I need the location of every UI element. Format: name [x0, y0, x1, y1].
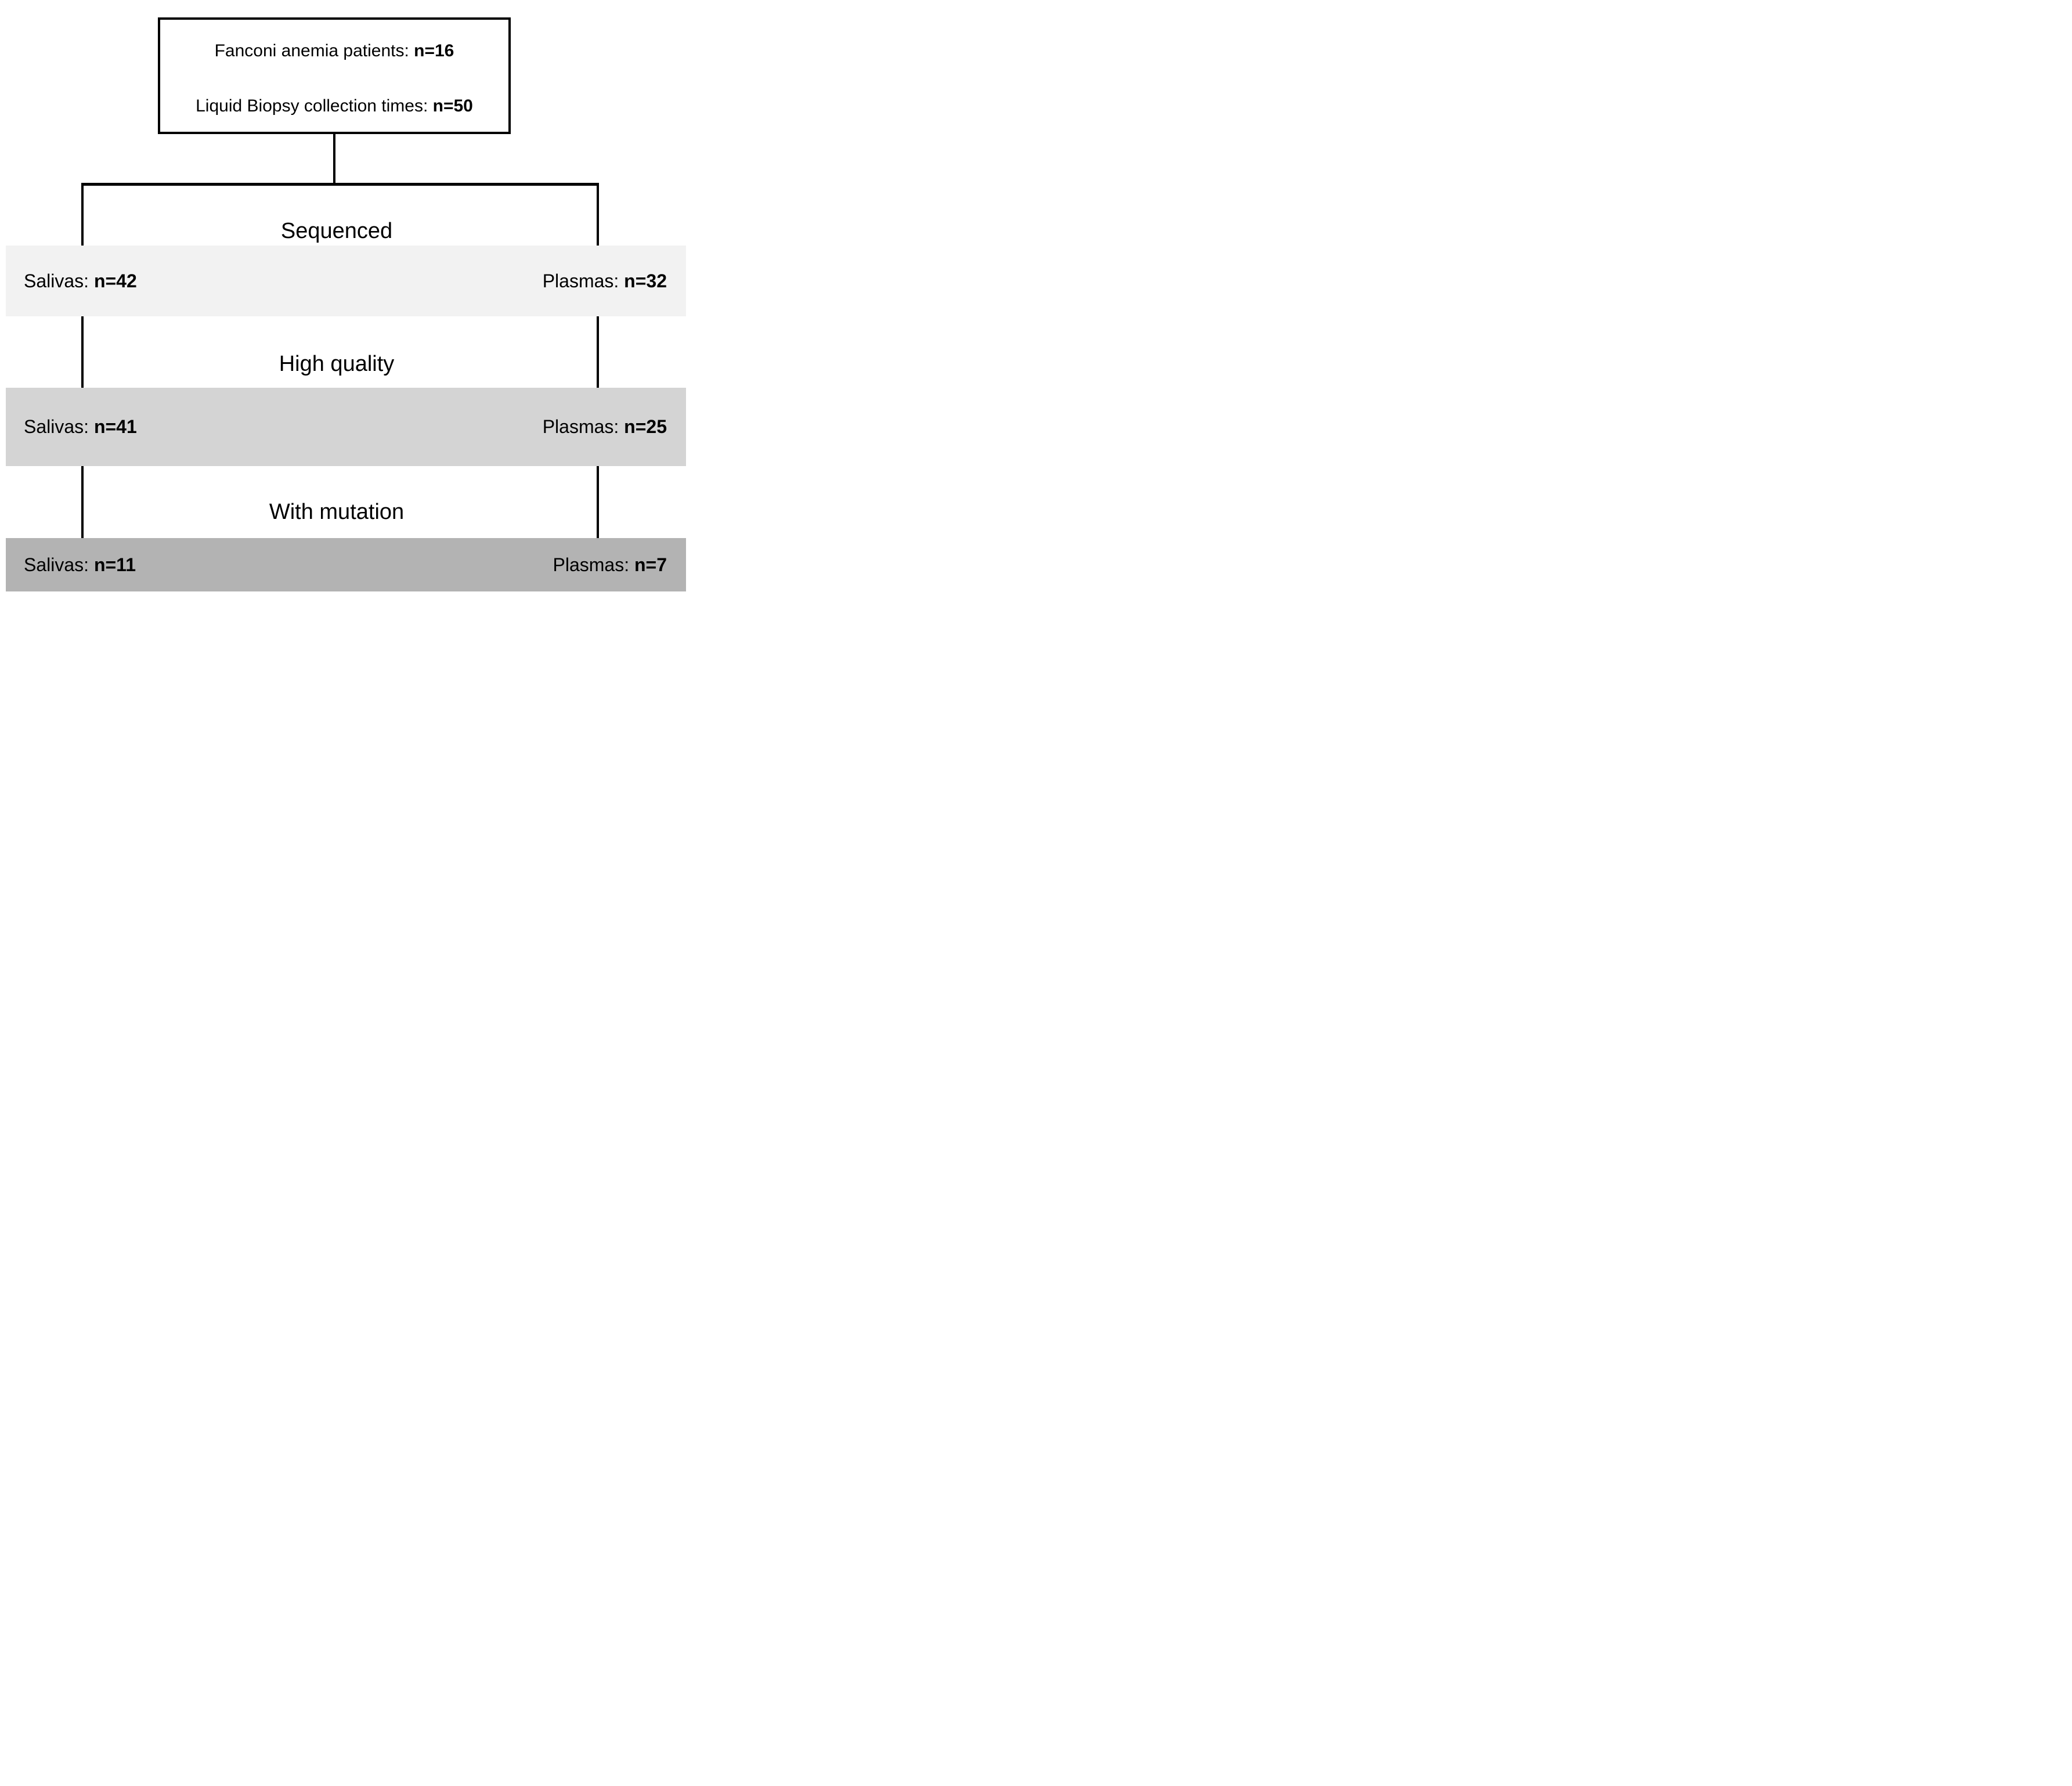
salivas-value: n=41 — [93, 416, 137, 437]
band-high-quality: Salivas: n=41 Plasmas: n=25 — [6, 388, 686, 466]
salivas-label: Salivas: — [24, 554, 94, 575]
stem-connector-line — [333, 134, 335, 183]
left-branch-segment-2 — [81, 316, 84, 388]
sequenced-salivas-text: Salivas: n=42 — [24, 270, 137, 292]
salivas-value: n=11 — [93, 554, 136, 575]
right-branch-segment-1 — [597, 185, 599, 246]
sequenced-plasmas-text: Plasmas: n=32 — [543, 270, 667, 292]
salivas-label: Salivas: — [24, 270, 94, 291]
collection-times-label: Liquid Biopsy collection times: — [196, 96, 433, 116]
plasmas-label: Plasmas: — [542, 416, 625, 437]
right-branch-segment-2 — [597, 316, 599, 388]
header-sequenced: Sequenced — [280, 219, 393, 243]
plasmas-value: n=7 — [634, 554, 667, 575]
plasmas-label: Plasmas: — [542, 270, 625, 291]
right-branch-segment-3 — [597, 466, 599, 538]
band-sequenced: Salivas: n=42 Plasmas: n=32 — [6, 246, 686, 316]
collection-times-value: n=50 — [432, 96, 473, 116]
plasmas-label: Plasmas: — [553, 554, 634, 575]
salivas-value: n=42 — [93, 270, 137, 291]
branch-connector-line — [81, 183, 599, 186]
plasmas-value: n=32 — [624, 270, 667, 291]
header-with-mutation: With mutation — [269, 500, 405, 524]
band-with-mutation: Salivas: n=11 Plasmas: n=7 — [6, 538, 686, 591]
left-branch-segment-3 — [81, 466, 84, 538]
patients-count-value: n=16 — [414, 41, 454, 60]
patients-count-label: Fanconi anemia patients: — [214, 41, 414, 60]
with-mutation-plasmas-text: Plasmas: n=7 — [553, 554, 667, 576]
high-quality-salivas-text: Salivas: n=41 — [24, 416, 137, 438]
plasmas-value: n=25 — [624, 416, 667, 437]
salivas-label: Salivas: — [24, 416, 94, 437]
patients-summary-box: Fanconi anemia patients: n=16 Liquid Bio… — [158, 17, 511, 134]
patients-count-line: Fanconi anemia patients: n=16 — [160, 41, 508, 62]
with-mutation-salivas-text: Salivas: n=11 — [24, 554, 136, 576]
left-branch-segment-1 — [81, 185, 84, 246]
header-high-quality: High quality — [279, 352, 395, 376]
high-quality-plasmas-text: Plasmas: n=25 — [543, 416, 667, 438]
collection-times-line: Liquid Biopsy collection times: n=50 — [160, 96, 508, 117]
flow-diagram: Fanconi anemia patients: n=16 Liquid Bio… — [0, 0, 691, 596]
